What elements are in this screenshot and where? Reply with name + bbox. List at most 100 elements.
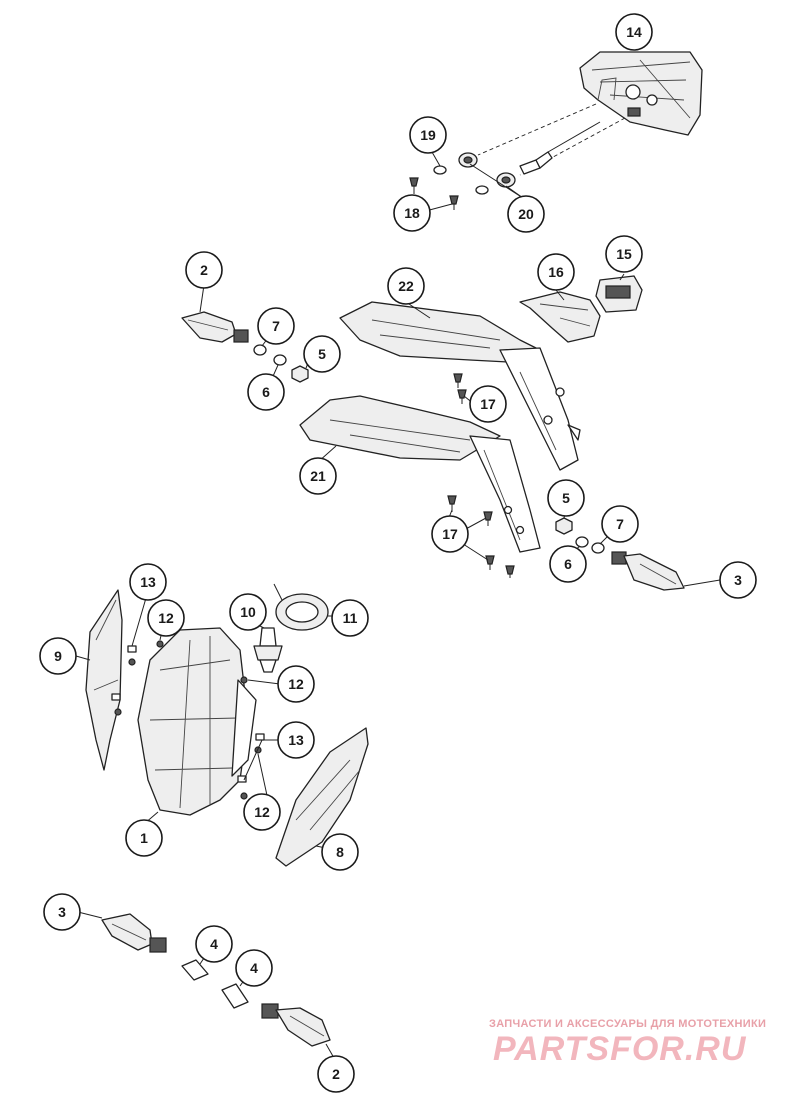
- screw-17f: [505, 565, 515, 578]
- callout-7-left-label: 7: [272, 318, 280, 334]
- callout-21-label: 21: [310, 468, 326, 484]
- headlight-bulb: [247, 619, 283, 673]
- callout-5-right-label: 5: [562, 490, 570, 506]
- grommet-20b: [496, 172, 516, 188]
- washer-19b: [475, 185, 489, 195]
- callout-6-right-label: 6: [564, 556, 572, 572]
- callout-20: 20: [507, 195, 545, 233]
- callout-22: 22: [387, 267, 425, 305]
- license-plate-lamp: [595, 275, 643, 313]
- headlight-housing: [137, 627, 257, 816]
- callout-12-right: 12: [277, 665, 315, 703]
- callout-3-right: 3: [719, 561, 757, 599]
- nut-5a: [291, 365, 309, 383]
- callout-14-label: 14: [626, 24, 642, 40]
- callout-6-left-label: 6: [262, 384, 270, 400]
- indicator-rear-left: [77, 911, 167, 953]
- callout-22-label: 22: [398, 278, 414, 294]
- callout-11: 11: [331, 599, 369, 637]
- clip-12b: [156, 640, 164, 648]
- callout-9: 9: [39, 637, 77, 675]
- rear-cover: [519, 291, 601, 343]
- screw-17e: [485, 555, 495, 570]
- callout-17-upper: 17: [469, 385, 507, 423]
- indicator-front-right: [261, 1003, 335, 1059]
- screw-17c: [447, 495, 457, 512]
- callout-2-bottom-label: 2: [332, 1066, 340, 1082]
- callout-8-label: 8: [336, 844, 344, 860]
- callout-13-top-label: 13: [140, 574, 156, 590]
- tail-light-assembly: [579, 51, 703, 136]
- callout-16: 16: [537, 253, 575, 291]
- watermark-subtitle: ЗАПЧАСТИ И АКСЕССУАРЫ ДЛЯ МОТОТЕХНИКИ: [489, 1018, 767, 1030]
- nut-6b: [575, 536, 589, 548]
- bulb-cap: [273, 583, 336, 631]
- screw-18b: [449, 195, 459, 210]
- washer-7a: [253, 344, 267, 356]
- callout-7-left: 7: [257, 307, 295, 345]
- callout-3-left-label: 3: [58, 904, 66, 920]
- callout-2-top-label: 2: [200, 262, 208, 278]
- callout-16-label: 16: [548, 264, 564, 280]
- clip-12a: [128, 658, 136, 666]
- callout-10-label: 10: [240, 604, 256, 620]
- callout-1-label: 1: [140, 830, 148, 846]
- callout-17-upper-label: 17: [480, 396, 496, 412]
- clip-13b: [255, 733, 265, 741]
- clip-12e: [240, 792, 248, 800]
- callout-5-left: 5: [303, 335, 341, 373]
- callout-8: 8: [321, 833, 359, 871]
- clip-12f: [114, 708, 122, 716]
- side-panel-right: [275, 727, 369, 867]
- callout-1: 1: [125, 819, 163, 857]
- callout-3-right-label: 3: [734, 572, 742, 588]
- callout-7-right: 7: [601, 505, 639, 543]
- callout-17-lower: 17: [431, 515, 469, 553]
- callout-11-label: 11: [343, 610, 358, 626]
- callout-13-top: 13: [129, 563, 167, 601]
- clip-12c: [240, 676, 248, 684]
- callout-5-right: 5: [547, 479, 585, 517]
- washer-19: [433, 165, 447, 175]
- callout-20-label: 20: [518, 206, 534, 222]
- washer-7b: [591, 542, 605, 554]
- callout-4-right-label: 4: [250, 960, 258, 976]
- callout-5-left-label: 5: [318, 346, 326, 362]
- callout-12-top: 12: [147, 599, 185, 637]
- side-panel-left: [75, 589, 123, 771]
- callout-14: 14: [615, 13, 653, 51]
- callout-4-left-label: 4: [210, 936, 218, 952]
- callout-15: 15: [605, 235, 643, 273]
- callout-21: 21: [299, 457, 337, 495]
- callout-13-bottom-label: 13: [288, 732, 304, 748]
- callout-12-top-label: 12: [158, 610, 174, 626]
- callout-2-top: 2: [185, 251, 223, 289]
- screw-17a: [453, 373, 463, 388]
- callout-4-left: 4: [195, 925, 233, 963]
- callout-17-lower-label: 17: [442, 526, 458, 542]
- clip-13d: [111, 693, 121, 701]
- callout-12-bottom: 12: [243, 793, 281, 831]
- callout-15-label: 15: [616, 246, 632, 262]
- nut-6a: [273, 354, 287, 366]
- nut-5b: [555, 517, 573, 535]
- callout-7-right-label: 7: [616, 516, 624, 532]
- callout-10: 10: [229, 593, 267, 631]
- callout-9-label: 9: [54, 648, 62, 664]
- callout-4-right: 4: [235, 949, 273, 987]
- indicator-front-left: [181, 284, 249, 343]
- callout-6-right: 6: [549, 545, 587, 583]
- callout-2-bottom: 2: [317, 1055, 355, 1093]
- callout-19: 19: [409, 116, 447, 154]
- tail-light-connector: [519, 151, 553, 175]
- callout-13-bottom: 13: [277, 721, 315, 759]
- indicator-rear-right: [611, 551, 721, 591]
- callout-18: 18: [393, 194, 431, 232]
- callout-12-bottom-label: 12: [254, 804, 270, 820]
- callout-12-right-label: 12: [288, 676, 304, 692]
- rear-subframe-lower: [299, 395, 541, 553]
- callout-19-label: 19: [420, 127, 436, 143]
- clip-13a: [127, 645, 137, 653]
- watermark-logo: PARTSFOR.RU: [493, 1030, 747, 1068]
